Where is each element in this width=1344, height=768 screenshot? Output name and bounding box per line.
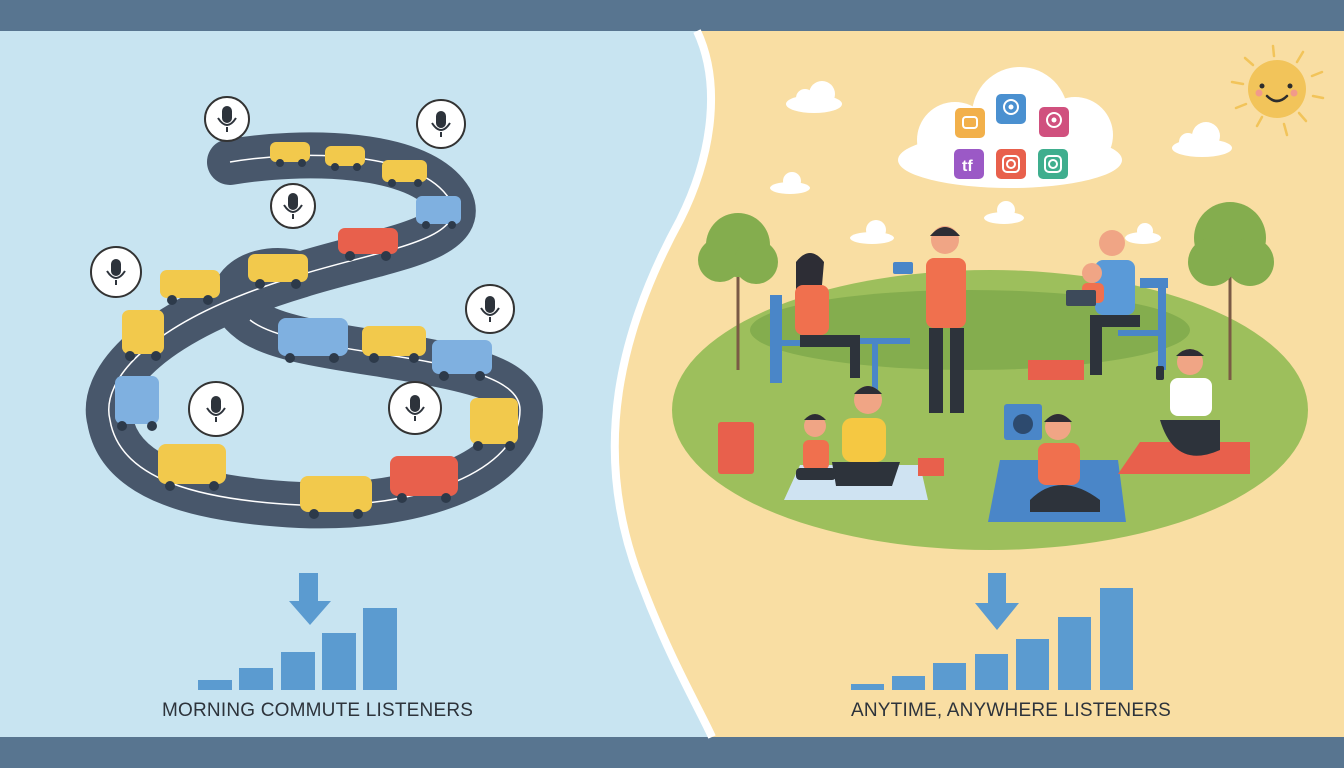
car-icon [362, 326, 426, 363]
left-panel-bg [0, 31, 712, 737]
car-icon [158, 444, 226, 491]
car-icon [300, 476, 372, 519]
cloud-icon [984, 201, 1024, 224]
microphone-icon [204, 96, 250, 142]
car-icon [432, 340, 492, 381]
instagram-icon [996, 149, 1026, 179]
park-scene [672, 202, 1308, 550]
car-icon [160, 270, 220, 305]
car-icon [270, 142, 310, 167]
car-icon [248, 254, 308, 289]
car-icon [325, 146, 365, 171]
clouds [770, 81, 1232, 244]
down-arrow-icon [289, 573, 331, 625]
car-icon [416, 196, 461, 229]
sun-icon [1230, 44, 1325, 137]
car-icon [122, 310, 164, 361]
microphone-icon [90, 246, 142, 298]
car-icon [338, 228, 398, 261]
car-icon [278, 318, 348, 363]
microphone-icon [270, 183, 316, 229]
bottom-frame-bar [0, 737, 1344, 768]
tree-icon [1188, 202, 1274, 380]
microphone-icon [188, 381, 244, 437]
microphone-icon [465, 284, 515, 334]
person-man-with-child [1066, 230, 1140, 375]
cars [115, 142, 518, 519]
tree-icon [698, 213, 778, 370]
cloud-icon [786, 81, 842, 113]
car-icon [390, 456, 458, 503]
instagram-icon [1038, 149, 1068, 179]
flower-planter [1028, 360, 1084, 380]
cloud-icon [770, 172, 810, 194]
right-caption: ANYTIME, ANYWHERE LISTENERS [851, 700, 1172, 721]
down-arrow-icon [975, 573, 1019, 630]
person-woman-tablet [795, 253, 860, 378]
panel-divider [610, 29, 716, 739]
svg-text:tf: tf [962, 158, 973, 175]
podcast-app-icon [954, 149, 984, 179]
cloud-icon [1172, 122, 1232, 157]
car-icon [470, 398, 518, 451]
person-sitting-mat [1030, 414, 1100, 512]
left-bar-chart [198, 573, 397, 690]
car-icon [115, 376, 159, 431]
microphone-icon [388, 381, 442, 435]
person-child [796, 414, 836, 480]
microphone-bubbles [90, 96, 515, 437]
cloud-icon [1125, 223, 1161, 244]
right-bar-chart [851, 573, 1133, 690]
cloud-icon [850, 220, 894, 244]
microphone-icon [416, 99, 466, 149]
car-icon [382, 160, 427, 187]
bag-icon [718, 422, 754, 474]
app-cloud: tf [898, 67, 1122, 188]
person-man-standing [893, 226, 966, 413]
left-caption: MORNING COMMUTE LISTENERS [162, 700, 474, 721]
top-frame-bar [0, 0, 1344, 31]
person-woman-phone [1156, 349, 1220, 456]
person-man-yellow [832, 386, 900, 486]
video-icon [955, 108, 985, 138]
